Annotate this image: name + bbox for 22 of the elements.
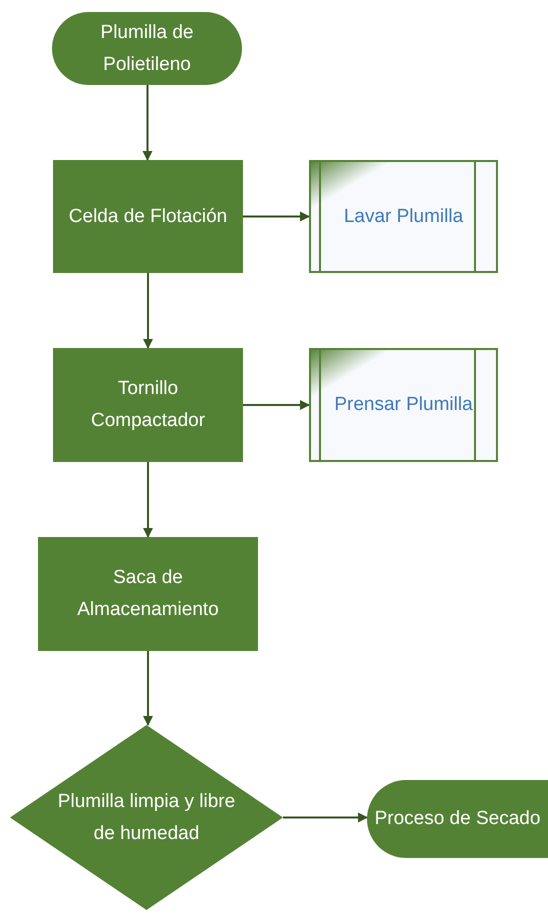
process-box [38, 537, 258, 651]
decision-diamond [10, 725, 283, 910]
node-label: Prensar Plumilla [333, 393, 474, 417]
arrow [243, 400, 310, 410]
arrow [143, 273, 153, 349]
arrow [143, 462, 153, 538]
predefined-process-box [309, 348, 498, 462]
node-label: Plumilla de Polietileno [100, 20, 194, 76]
arrow [143, 651, 153, 726]
arrow [283, 812, 368, 822]
node-label: Celda de Flotación [68, 204, 228, 228]
arrow [243, 212, 310, 222]
node-label: Proceso de Secado [374, 807, 540, 831]
process-box [53, 348, 243, 462]
node-label: Lavar Plumilla [342, 204, 464, 228]
arrow [142, 85, 152, 161]
node-label: Plumilla limpia y libre de humedad [56, 790, 236, 846]
terminator-shape [367, 780, 548, 858]
node-label: Saca de Almacenamiento [76, 566, 220, 622]
node-label: Tornillo Compactador [90, 377, 206, 433]
process-box [53, 160, 243, 273]
predefined-process-box [309, 160, 498, 273]
